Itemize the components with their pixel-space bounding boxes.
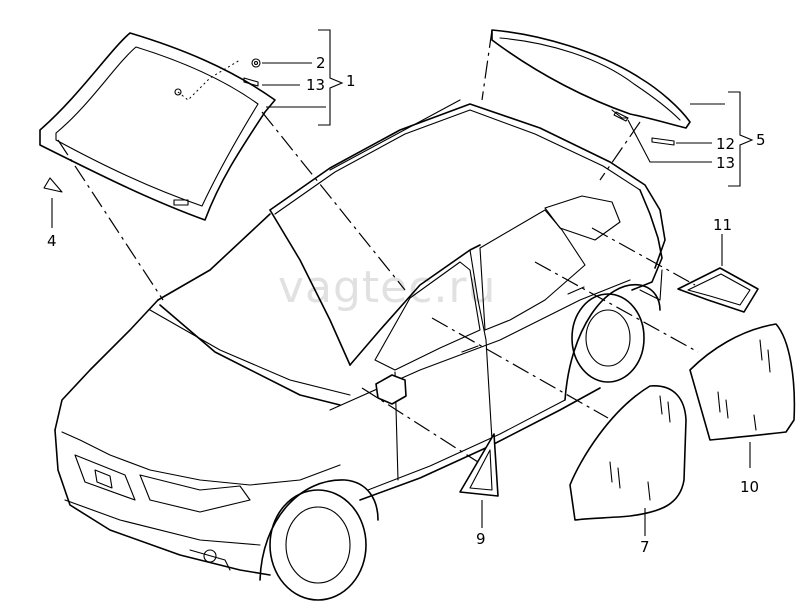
callout-4: 4 [47, 232, 57, 250]
quarter-glass-part-11 [677, 267, 759, 313]
bracket-5 [728, 91, 754, 187]
callout-13-upper: 13 [306, 76, 325, 94]
rear-window-part [491, 29, 691, 129]
callout-11: 11 [713, 216, 732, 234]
callout-1: 1 [346, 72, 356, 90]
part-12-strip [651, 137, 675, 146]
windshield-part [39, 32, 276, 221]
callout-9: 9 [476, 530, 486, 548]
car-body [54, 99, 666, 601]
leader-13b [627, 119, 712, 163]
mirror-triangle-part-9 [459, 433, 499, 497]
callout-2: 2 [316, 54, 326, 72]
callout-10: 10 [740, 478, 759, 496]
rear-door-glass-part-10 [689, 323, 796, 441]
callout-13-lower: 13 [716, 154, 735, 172]
part-13-lower-strip [613, 111, 629, 122]
part-4-trim [43, 177, 63, 193]
callout-12: 12 [716, 135, 735, 153]
front-door-glass-part-7 [569, 385, 687, 521]
part-2-sensor [251, 58, 261, 68]
part-13-upper-strip [243, 77, 259, 87]
watermark-text: vagtec.ru [278, 262, 496, 313]
bracket-1 [318, 29, 344, 126]
callout-7: 7 [640, 538, 650, 556]
callout-5: 5 [756, 131, 766, 149]
